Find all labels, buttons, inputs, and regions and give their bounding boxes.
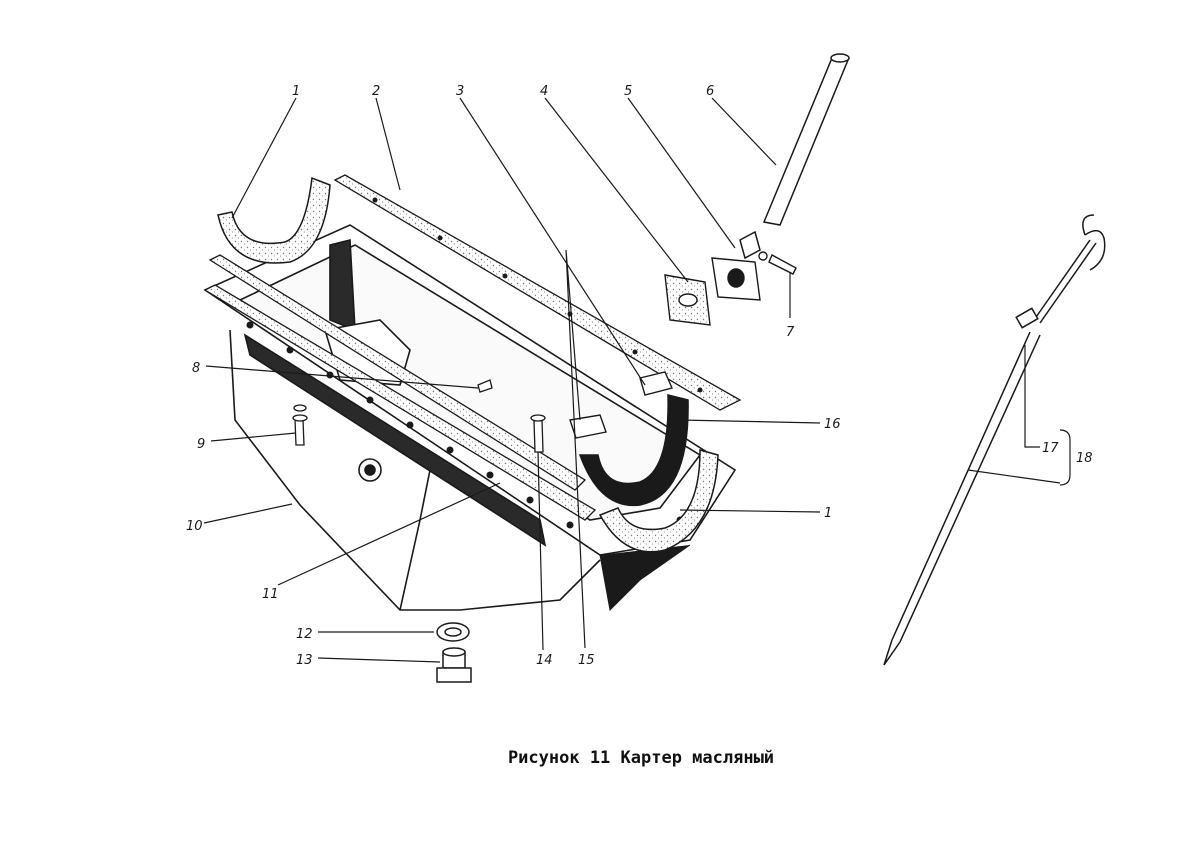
callouts: 1 2 3 4 5 6 7 8 9 10 11 12 13 14 15 16 1… — [186, 84, 1093, 668]
callout-4: 4 — [540, 84, 548, 99]
callout-1-right: 1 — [824, 506, 832, 521]
callout-14: 14 — [536, 653, 553, 668]
callout-12: 12 — [296, 627, 313, 642]
small-bolts — [292, 379, 546, 453]
brackets — [569, 371, 673, 439]
tube-flange-gasket — [664, 274, 711, 326]
callout-7: 7 — [786, 325, 795, 340]
drain-washer — [436, 622, 470, 642]
callout-13: 13 — [296, 653, 313, 668]
front-seal-half-ring — [217, 176, 331, 264]
callout-17: 17 — [1042, 441, 1059, 456]
callout-11: 11 — [262, 587, 279, 602]
pan-gaskets — [203, 174, 742, 521]
callout-10: 10 — [186, 519, 203, 534]
dipstick-guide-tube — [739, 53, 850, 260]
callout-6: 6 — [706, 84, 714, 99]
drain-plug — [436, 647, 472, 683]
callout-9: 9 — [197, 437, 205, 452]
rear-seal-half-ring — [578, 394, 719, 553]
dipstick — [883, 214, 1106, 666]
leader-lines — [203, 97, 1071, 663]
callout-5: 5 — [624, 84, 632, 99]
callout-16: 16 — [824, 417, 841, 432]
callout-1-top: 1 — [292, 84, 300, 99]
tube-flange — [711, 257, 761, 301]
callout-8: 8 — [192, 361, 200, 376]
callout-2: 2 — [372, 84, 380, 99]
figure-caption: Рисунок 11 Картер масляный — [507, 748, 775, 768]
callout-15: 15 — [578, 653, 595, 668]
callout-3: 3 — [456, 84, 464, 99]
callout-18: 18 — [1076, 451, 1093, 466]
tube-bolt — [758, 251, 797, 275]
